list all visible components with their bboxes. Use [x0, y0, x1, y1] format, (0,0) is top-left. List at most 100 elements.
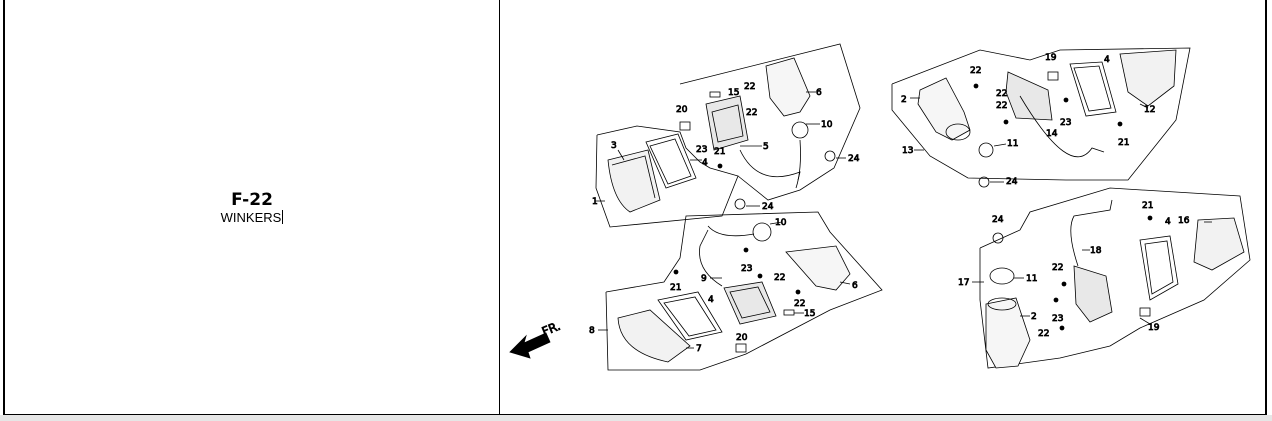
callout-18: 18	[1090, 246, 1102, 256]
parts-diagram: 1 3 4 5 6 10 24 20 23 21 15 22 22	[500, 0, 1266, 415]
callout-2b: 2	[1031, 312, 1037, 322]
outline-front-left-lens	[595, 125, 739, 228]
callout-22i: 22	[1038, 329, 1049, 339]
callout-20: 20	[676, 105, 688, 115]
lens-12-shape	[1119, 49, 1177, 107]
callout-16: 16	[1178, 216, 1190, 226]
callout-22g: 22	[996, 89, 1007, 99]
nut-24c	[978, 176, 990, 188]
front-direction-indicator: FR.	[509, 318, 563, 359]
gasket-4d-shape	[1139, 235, 1179, 301]
callout-14: 14	[1046, 129, 1058, 139]
base-5-grid	[711, 104, 744, 143]
callout-19: 19	[1045, 53, 1057, 63]
leader-6b	[839, 281, 851, 285]
bulb-20	[679, 121, 691, 131]
base-14-shape	[1005, 71, 1053, 121]
callout-10: 10	[821, 120, 833, 130]
bottom-strip	[0, 415, 1272, 421]
lens-7-shape	[617, 309, 691, 363]
callout-17: 17	[958, 278, 969, 288]
callout-22d: 22	[794, 299, 805, 309]
outline-rear-left	[891, 47, 1191, 181]
leader-3	[617, 149, 625, 161]
group-rear-left: 2 13 11 24 14 19 4 12 22 22 22 23 21	[891, 47, 1191, 188]
callout-24b: 24	[762, 202, 774, 212]
wire-10	[795, 139, 801, 189]
callout-2: 2	[901, 95, 907, 105]
gasket-4b-shape	[657, 291, 723, 341]
screw-15b	[783, 309, 795, 316]
callout-22f: 22	[996, 101, 1007, 111]
bulb-19b	[1139, 307, 1151, 317]
screw-23d	[1053, 297, 1059, 303]
callout-22c: 22	[774, 273, 785, 283]
screw-21c	[1117, 121, 1123, 127]
screw-21	[717, 163, 723, 169]
figure-name: WINKERS	[5, 210, 499, 226]
screw-15	[709, 91, 721, 98]
leader-19b	[1139, 317, 1151, 325]
page-frame	[3, 0, 1267, 415]
panel-divider	[499, 0, 500, 415]
leader-12	[1139, 103, 1149, 109]
wire-10b	[707, 225, 755, 237]
group-front-left: 1 3 4 5 6 10 24 20 23 21 15 22 22	[592, 43, 861, 228]
wire-5	[739, 149, 801, 181]
housing-2-neck	[945, 123, 971, 141]
callout-21d: 21	[1142, 201, 1153, 211]
callout-11: 11	[1007, 139, 1018, 149]
socket-11b-shape	[989, 267, 1015, 285]
base-5-shape	[705, 95, 749, 151]
callout-4: 4	[702, 158, 708, 168]
bulb-19	[1047, 71, 1059, 81]
lens-16-shape	[1193, 217, 1245, 271]
gasket-4c-inner	[1073, 65, 1112, 112]
callout-13: 13	[902, 146, 913, 156]
group-front-right: 8 7 9 6 10 24 15 23 22 22 21 4 20	[589, 198, 883, 371]
nut-24b	[734, 198, 746, 210]
leader-10b	[769, 221, 783, 225]
callout-4b: 4	[708, 295, 714, 305]
wire-9	[699, 229, 723, 287]
housing-2-shape	[917, 77, 971, 141]
callout-11b: 11	[1026, 274, 1037, 284]
group-rear-right: 17 11 2 18 4 16 19 24 22 23 22 21	[958, 187, 1251, 369]
callout-9: 9	[701, 274, 707, 284]
callout-5: 5	[763, 142, 769, 152]
callout-4d: 4	[1165, 217, 1171, 227]
text-caret	[282, 210, 284, 224]
callout-20b: 20	[736, 333, 748, 343]
screw-22e	[973, 83, 979, 89]
screw-22f	[1003, 119, 1009, 125]
callout-6: 6	[816, 88, 822, 98]
callout-22e: 22	[970, 66, 981, 76]
leader-11	[993, 143, 1007, 147]
socket-10-shape	[791, 121, 809, 139]
callout-15b: 15	[804, 309, 815, 319]
figure-title-block: F-22 WINKERS	[5, 190, 499, 226]
bulb-20b	[735, 343, 747, 353]
callout-15: 15	[728, 88, 739, 98]
nut-24d	[992, 232, 1004, 244]
callout-23b: 23	[741, 264, 752, 274]
screw-23c	[1063, 97, 1069, 103]
screw-21b	[673, 269, 679, 275]
base-18-shape	[1073, 265, 1113, 323]
callout-10b: 10	[775, 218, 787, 228]
screw-22i	[1059, 325, 1065, 331]
outline-front-right	[605, 211, 883, 371]
callout-8: 8	[589, 326, 595, 336]
callout-22b: 22	[746, 108, 757, 118]
callout-23d: 23	[1052, 314, 1063, 324]
gasket-4c-shape	[1069, 61, 1117, 117]
callout-12: 12	[1144, 105, 1155, 115]
callout-7: 7	[696, 344, 702, 354]
gasket-4d-inner	[1144, 240, 1174, 295]
callout-22h: 22	[1052, 263, 1063, 273]
screw-22c	[757, 273, 763, 279]
figure-code: F-22	[231, 190, 273, 210]
housing-6b-shape	[785, 245, 851, 291]
callout-19b: 19	[1148, 323, 1160, 333]
housing-2b-neck	[987, 297, 1017, 311]
